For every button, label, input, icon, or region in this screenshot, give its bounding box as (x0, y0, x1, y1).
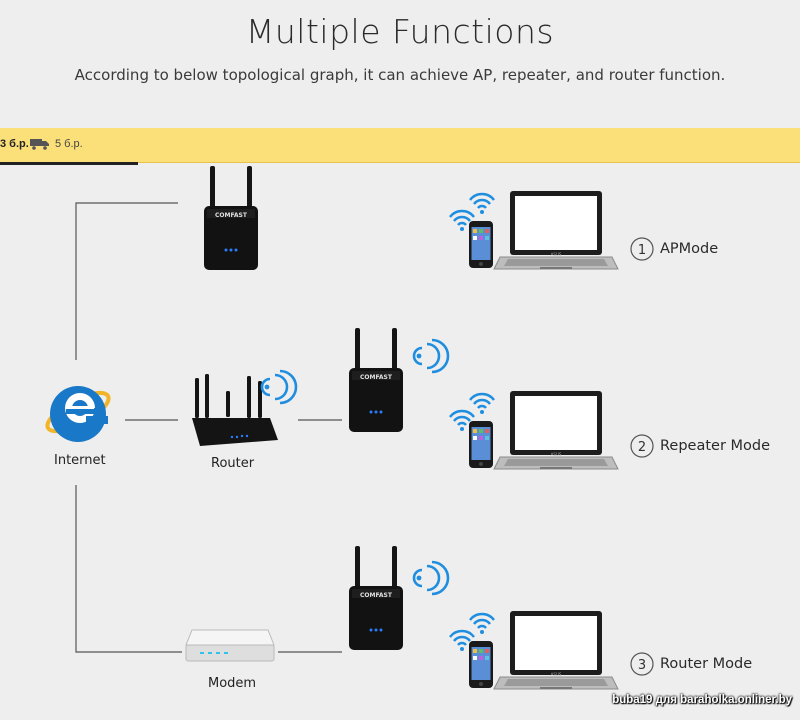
phone-icon (469, 641, 493, 688)
mode-label-repeater: Repeater Mode (660, 438, 771, 454)
laptop-icon (493, 390, 619, 470)
phone-icon (469, 221, 493, 268)
page-subtitle: According to below topological graph, it… (74, 66, 726, 84)
mode-label-router: Router Mode (660, 656, 753, 672)
watermark: buba19 для baraholka.onliner.by (612, 694, 792, 706)
internet-explorer-icon (45, 386, 111, 442)
modem-icon (185, 629, 275, 662)
laptop-icon (493, 610, 619, 690)
page-title: Multiple Functions (245, 12, 555, 51)
router-label: Router (211, 456, 255, 471)
phone-icon (469, 421, 493, 468)
mode-number: 1 (638, 243, 646, 258)
mode-number: 3 (638, 658, 646, 673)
phone-wifi-icon (468, 612, 496, 636)
internet-label: Internet (54, 453, 106, 468)
phone-wifi-icon (468, 392, 496, 416)
mode-number-circle (630, 237, 654, 261)
phone-wifi-icon (468, 192, 496, 216)
mode-number-circle (630, 434, 654, 458)
modem-label: Modem (208, 676, 257, 691)
mode-number-circle (630, 652, 654, 676)
mode-number: 2 (638, 440, 646, 455)
price-bar-underline (0, 162, 138, 165)
laptop-icon (493, 190, 619, 270)
delivery-price: 5 б.р. (55, 138, 83, 150)
router-icon (192, 374, 278, 446)
truck-icon (30, 139, 49, 150)
mode-label-ap: APMode (660, 241, 719, 257)
price-bar: 3 б.р. 5 б.р. (0, 128, 800, 163)
connection-lines (75, 202, 342, 653)
router-mode-wifi-icon (412, 560, 450, 596)
extender-ap-icon (204, 166, 258, 270)
extender-repeater-icon (349, 328, 403, 432)
router-wifi-icon (260, 369, 298, 405)
price-value: 3 б.р. (0, 138, 29, 150)
extender-router-icon (349, 546, 403, 650)
repeater-wifi-icon (412, 338, 450, 374)
